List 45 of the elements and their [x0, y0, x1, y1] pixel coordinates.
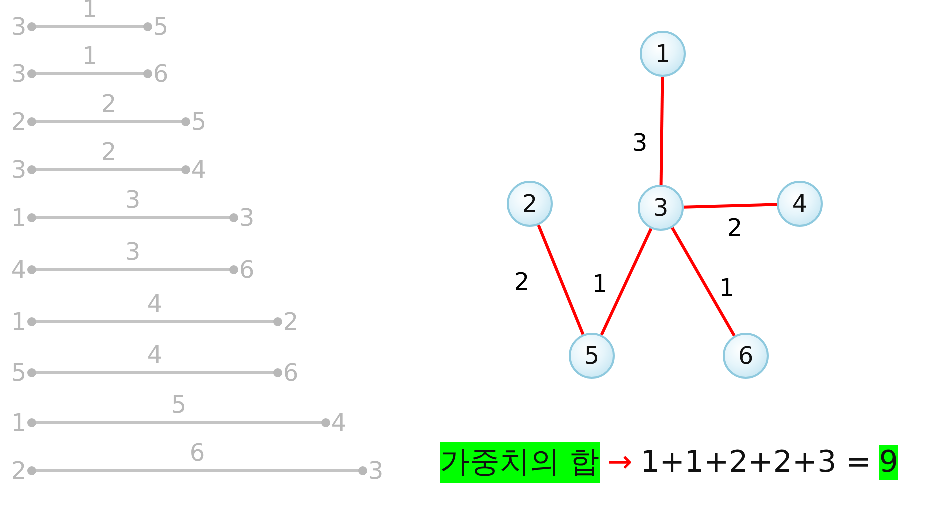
- vertex-number: 2: [6, 456, 32, 486]
- vertex-number: 6: [278, 358, 304, 388]
- vertex-number: 6: [148, 59, 174, 89]
- edge-line: [28, 22, 152, 32]
- edge-line: [28, 266, 238, 274]
- vertex-number: 6: [234, 255, 260, 285]
- sum-expression: 1+1+2+2+3 =: [640, 445, 872, 480]
- edge-line: [28, 466, 368, 476]
- edge-line: [28, 418, 330, 428]
- vertex-number: 3: [6, 12, 32, 42]
- sum-label: 가중치의 합: [440, 442, 600, 483]
- edge-line: [28, 118, 190, 126]
- vertex-number: 5: [148, 12, 174, 42]
- vertex-number: 2: [278, 307, 304, 337]
- vertex-circle: 2: [507, 181, 553, 227]
- vertex-circle: 3: [638, 185, 684, 231]
- vertex-circle: 1: [640, 31, 686, 77]
- vertex-number: 1: [6, 408, 32, 438]
- vertex-circle: 4: [777, 181, 823, 227]
- vertex-number: 1: [6, 307, 32, 337]
- vertex-number: 3: [6, 155, 32, 185]
- vertex-number: 3: [234, 203, 260, 233]
- edge-line: [684, 203, 778, 209]
- vertex-number: 2: [6, 107, 32, 137]
- edge-line: [600, 228, 653, 336]
- vertex-number: 5: [6, 358, 32, 388]
- vertex-number: 1: [6, 203, 32, 233]
- edge-line: [660, 76, 664, 186]
- edge-line: [28, 368, 282, 378]
- vertex-circle: 6: [723, 333, 769, 379]
- edge-line: [537, 224, 585, 336]
- edge-line: [28, 214, 238, 222]
- vertex-number: 4: [6, 255, 32, 285]
- edge-line: [28, 166, 190, 174]
- edge-line: [671, 227, 736, 337]
- total-value: 9: [879, 445, 898, 480]
- vertex-circle: 5: [569, 333, 615, 379]
- vertex-number: 3: [363, 456, 389, 486]
- edge-line: [28, 70, 152, 78]
- arrow-symbol: →: [608, 445, 633, 480]
- vertex-number: 4: [326, 408, 352, 438]
- vertex-number: 3: [6, 59, 32, 89]
- edge-line: [28, 318, 282, 326]
- vertex-number: 4: [186, 155, 212, 185]
- vertex-number: 5: [186, 107, 212, 137]
